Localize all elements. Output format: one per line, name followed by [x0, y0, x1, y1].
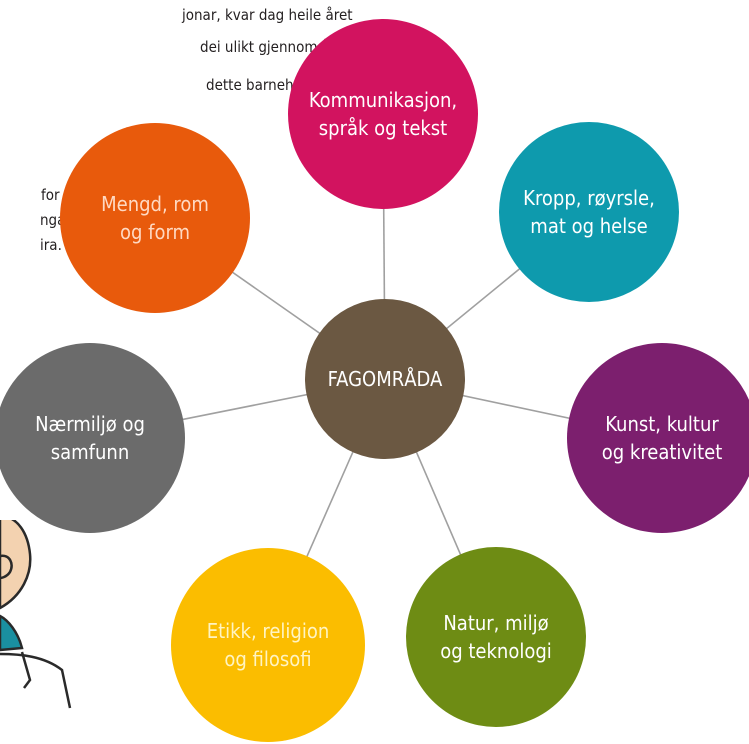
- figure-shirt: [0, 614, 24, 652]
- center-node-label: FAGOMRÅDA: [328, 367, 443, 391]
- intro-line: ira.: [40, 236, 62, 254]
- node-naermiljo-label: Nærmiljø og: [35, 412, 145, 436]
- node-kunst-label: og kreativitet: [602, 440, 723, 464]
- node-etikk-label: Etikk, religion: [207, 619, 330, 643]
- node-naermiljo-label: samfunn: [51, 440, 129, 464]
- node-mengd: Mengd, rom og form: [60, 123, 250, 313]
- intro-line: for: [41, 186, 60, 204]
- center-node-circle: [305, 299, 465, 459]
- node-etikk-label: og filosofi: [224, 647, 311, 671]
- node-etikk: Etikk, religion og filosofi: [171, 548, 365, 742]
- figure-head: [0, 520, 32, 610]
- node-kommunikasjon-label: Kommunikasjon,: [309, 88, 457, 112]
- figure-hand: [20, 651, 32, 689]
- figure-glasses: [0, 554, 13, 580]
- node-kommunikasjon-label: språk og tekst: [319, 116, 447, 140]
- center-node: FAGOMRÅDA: [305, 299, 465, 459]
- node-kropp-label: Kropp, røyrsle,: [523, 186, 655, 210]
- node-kropp: Kropp, røyrsle, mat og helse: [499, 122, 679, 302]
- node-natur: Natur, miljø og teknologi: [406, 547, 586, 727]
- node-kropp-circle: [499, 122, 679, 302]
- cartoon-figure-illustration: [0, 520, 72, 709]
- figure-arm: [0, 652, 72, 709]
- node-kommunikasjon: Kommunikasjon, språk og tekst: [288, 19, 478, 209]
- intro-line: jonar, kvar dag heile året: [182, 6, 353, 24]
- node-naermiljo: Nærmiljø og samfunn: [0, 343, 185, 533]
- node-kommunikasjon-circle: [288, 19, 478, 209]
- node-etikk-circle: [171, 548, 365, 742]
- node-natur-label: Natur, miljø: [443, 611, 548, 635]
- node-mengd-circle: [60, 123, 250, 313]
- node-kunst-circle: [567, 343, 749, 533]
- node-natur-label: og teknologi: [440, 639, 552, 663]
- node-naermiljo-circle: [0, 343, 185, 533]
- node-mengd-label: Mengd, rom: [101, 192, 209, 216]
- node-natur-circle: [406, 547, 586, 727]
- node-mengd-label: og form: [120, 220, 190, 244]
- node-kunst-label: Kunst, kultur: [605, 412, 719, 436]
- node-kropp-label: mat og helse: [530, 214, 647, 238]
- node-kunst: Kunst, kultur og kreativitet: [567, 343, 749, 533]
